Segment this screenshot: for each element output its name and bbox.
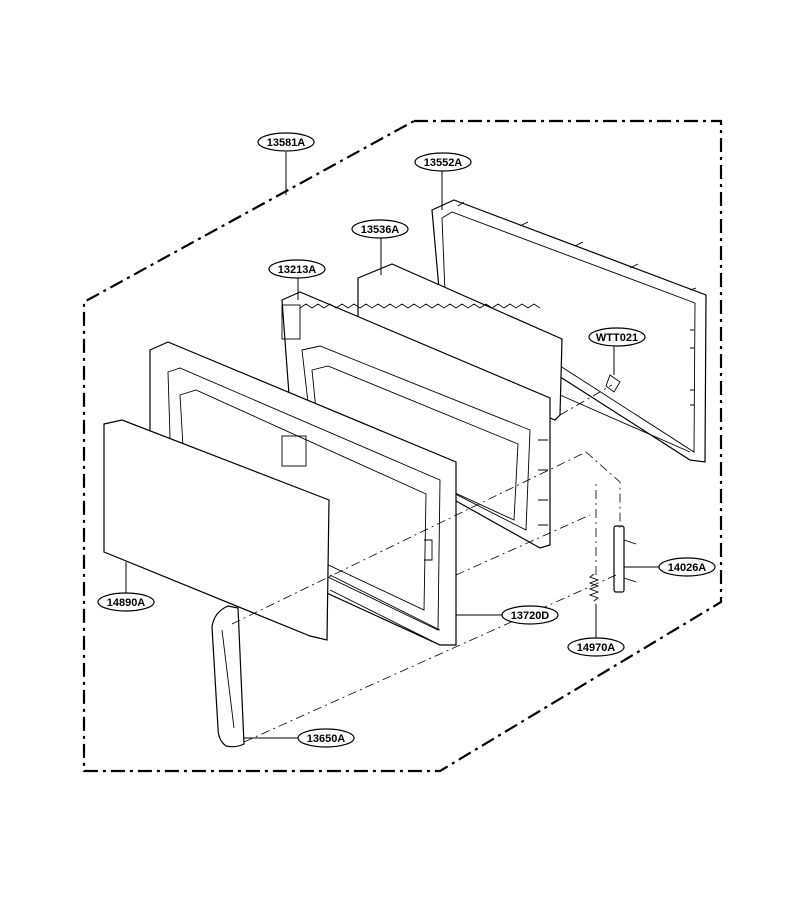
label-14026A: 14026A	[624, 557, 716, 577]
part-13650A-handle[interactable]	[211, 605, 245, 748]
part-WTT021-screw[interactable]	[605, 374, 621, 393]
svg-text:13720D: 13720D	[511, 610, 550, 622]
svg-text:13536A: 13536A	[361, 224, 400, 236]
svg-text:13581A: 13581A	[267, 137, 306, 149]
label-14890A: 14890A	[97, 562, 155, 612]
label-13536A: 13536A	[351, 219, 409, 275]
label-13552A: 13552A	[414, 152, 472, 210]
svg-text:14026A: 14026A	[668, 562, 707, 574]
label-13581A: 13581A	[257, 132, 315, 195]
svg-text:13213A: 13213A	[278, 264, 317, 276]
part-14970A-spring[interactable]	[588, 573, 600, 602]
label-13720D: 13720D	[456, 605, 559, 625]
label-13213A: 13213A	[268, 259, 326, 300]
label-14970A: 14970A	[567, 604, 625, 657]
label-WTT021: WTT021	[588, 327, 646, 375]
svg-text:13552A: 13552A	[424, 157, 463, 169]
assembly-boundary	[82, 119, 723, 773]
svg-text:14890A: 14890A	[107, 597, 146, 609]
label-13650A: 13650A	[244, 728, 355, 748]
assembly-guide-lines	[231, 384, 621, 743]
part-14026A-latch[interactable]	[613, 525, 637, 593]
svg-text:14970A: 14970A	[577, 642, 616, 654]
part-14890A-front-panel[interactable]	[103, 419, 330, 641]
svg-text:WTT021: WTT021	[596, 332, 638, 344]
svg-text:13650A: 13650A	[307, 733, 346, 745]
